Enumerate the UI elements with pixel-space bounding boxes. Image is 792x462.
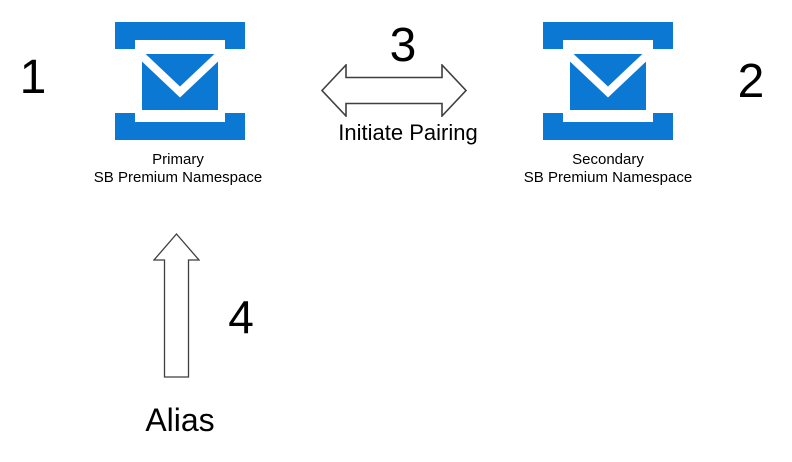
up-arrow-shape bbox=[153, 233, 200, 378]
step-number-3: 3 bbox=[389, 19, 417, 72]
primary-node-name: Primary bbox=[152, 151, 204, 168]
secondary-node-label: Secondary SB Premium Namespace bbox=[508, 151, 708, 187]
double-arrow-shape bbox=[321, 64, 467, 117]
secondary-node-sublabel: SB Premium Namespace bbox=[523, 169, 693, 186]
step-number-2: 2 bbox=[737, 55, 765, 108]
icon-top-bracket bbox=[115, 22, 245, 49]
primary-node-label: Primary SB Premium Namespace bbox=[78, 151, 278, 187]
pairing-double-arrow-icon bbox=[321, 64, 467, 117]
alias-caption: Alias bbox=[145, 402, 215, 438]
primary-node-sublabel: SB Premium Namespace bbox=[93, 169, 263, 186]
step-number-4: 4 bbox=[228, 291, 254, 343]
alias-up-arrow-icon bbox=[153, 233, 200, 378]
secondary-node-name: Secondary bbox=[572, 151, 644, 168]
step-number-1: 1 bbox=[19, 51, 47, 104]
pairing-arrow-caption: Initiate Pairing bbox=[338, 120, 478, 145]
icon-bottom-bracket bbox=[115, 113, 245, 140]
envelope-flap bbox=[137, 51, 223, 98]
service-bus-namespace-icon-secondary bbox=[543, 22, 673, 140]
envelope-flap bbox=[565, 51, 651, 98]
icon-top-bracket bbox=[543, 22, 673, 49]
service-bus-namespace-icon-primary bbox=[115, 22, 245, 140]
icon-bottom-bracket bbox=[543, 113, 673, 140]
